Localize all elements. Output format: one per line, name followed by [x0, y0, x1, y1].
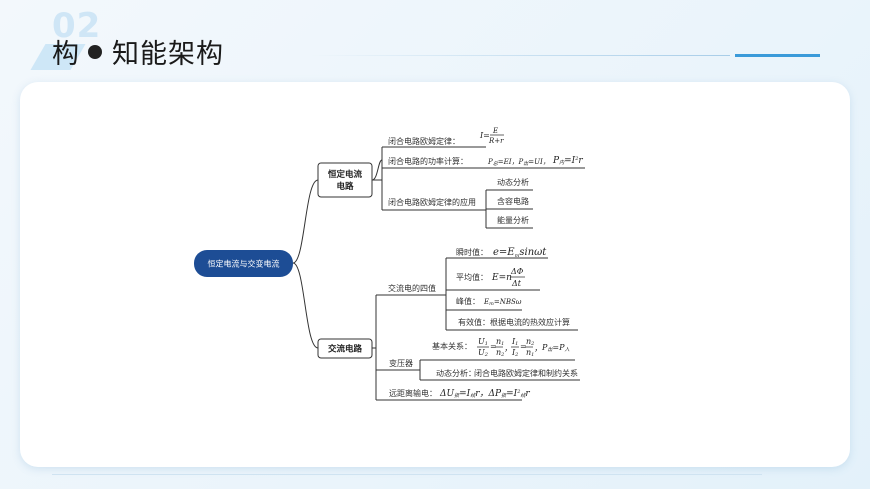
branch-ac-label: 交流电路 — [328, 344, 363, 355]
svg-text:n2: n2 — [526, 337, 534, 347]
svg-text:I2: I2 — [511, 348, 518, 358]
root-label: 恒定电流与交变电流 — [208, 259, 280, 269]
header-rule — [310, 55, 730, 56]
item-long-distance: 远距离输电： — [389, 388, 437, 398]
item-transformer: 变压器 — [389, 358, 413, 368]
sub-dynamic: 动态分析 — [497, 177, 529, 187]
branch-node-ac — [317, 338, 373, 359]
title-part-b: 知能架构 — [112, 39, 224, 70]
svg-text:，: ， — [504, 344, 512, 353]
item-average: 平均值： — [456, 272, 488, 282]
item-effective-text: 根据电流的热效应计算 — [490, 317, 570, 327]
branch-dc-line2: 电路 — [336, 181, 354, 192]
svg-text:U1: U1 — [478, 337, 488, 347]
title-part-a: 构 — [52, 39, 80, 70]
item-ohm-law: 闭合电路欧姆定律： — [388, 136, 460, 146]
svg-text:P总=EI，P出=UI，: P总=EI，P出=UI， — [487, 158, 550, 167]
svg-text:P出=P入: P出=P入 — [541, 343, 570, 353]
formula-instant: e=Emsinωt — [493, 247, 547, 259]
svg-text:ΔΦ: ΔΦ — [510, 267, 524, 276]
svg-text:P内=I2r: P内=I2r — [552, 156, 583, 166]
svg-text:=: = — [490, 342, 497, 351]
branch-node-dc — [317, 162, 373, 198]
item-dynamic-label: 动态分析： — [436, 368, 476, 378]
item-instant: 瞬时值： — [456, 247, 488, 257]
svg-text:I1: I1 — [511, 337, 518, 347]
sub-energy: 能量分析 — [497, 215, 529, 225]
item-effective-label: 有效值： — [458, 317, 490, 327]
formula-ohm: I= E R+r — [479, 127, 504, 145]
title-dot — [88, 44, 102, 59]
svg-text:=: = — [520, 342, 527, 351]
branch-dc-line1: 恒定电流 — [328, 169, 363, 180]
item-power-calc: 闭合电路的功率计算： — [388, 156, 468, 166]
svg-text:E: E — [492, 127, 498, 135]
item-peak: 峰值： — [456, 296, 480, 306]
header-accent-bar — [735, 54, 820, 57]
svg-text:Δt: Δt — [511, 279, 522, 288]
svg-text:n2: n2 — [496, 348, 504, 358]
content-card — [20, 82, 850, 467]
item-basic-relation: 基本关系： — [432, 341, 472, 351]
formula-power: P总=EI，P出=UI， P内=I2r — [487, 156, 583, 167]
svg-text:E=n: E=n — [491, 273, 512, 283]
formula-transformer: U1 U2 = n1 n2 ， I1 I2 = n2 n1 ， P出=P入 — [477, 337, 570, 358]
item-four-values: 交流电的四值 — [388, 283, 436, 293]
svg-text:R+r: R+r — [488, 137, 504, 145]
svg-text:n1: n1 — [526, 348, 534, 358]
item-ohm-application: 闭合电路欧姆定律的应用 — [388, 197, 476, 207]
svg-text:，: ， — [534, 344, 542, 353]
formula-average: E=n ΔΦ Δt — [491, 267, 525, 288]
svg-text:U2: U2 — [478, 348, 488, 358]
formula-transmission: ΔU损=I线r，ΔP损=I2线r — [439, 389, 530, 399]
footer-rule — [52, 474, 762, 475]
root-node — [194, 250, 293, 277]
item-dynamic-text: 闭合电路欧姆定律和制约关系 — [474, 368, 578, 378]
section-number: 02 — [52, 6, 102, 46]
formula-peak: Em=NBSω — [483, 298, 522, 307]
page-title: 构 知能架构 — [52, 32, 224, 71]
svg-text:I=: I= — [479, 131, 490, 140]
svg-text:n1: n1 — [496, 337, 504, 347]
sub-capacitor: 含容电路 — [497, 196, 529, 206]
